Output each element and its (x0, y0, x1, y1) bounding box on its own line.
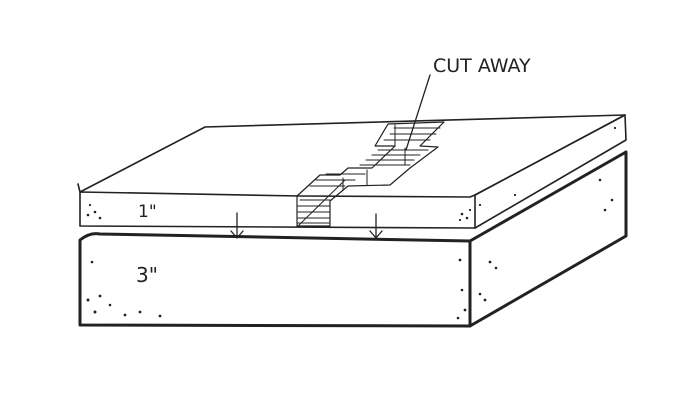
bottom-block (78, 150, 628, 328)
down-arrow-right (369, 213, 383, 239)
top-slab-top-face (79, 114, 626, 196)
cut-away-label: CUT AWAY (433, 55, 531, 77)
top-slab-thickness-label: 1" (138, 202, 157, 222)
callout-leader-line (405, 74, 431, 151)
stipple-texture (86, 126, 617, 320)
bottom-block-thickness-label: 3" (136, 263, 158, 287)
top-slab-side-face (474, 114, 627, 229)
top-slab (77, 114, 627, 229)
cut-away-region (296, 121, 445, 227)
bottom-block-side-face (468, 150, 628, 328)
bottom-block-front-face (78, 232, 472, 328)
down-arrow-left (230, 212, 244, 239)
